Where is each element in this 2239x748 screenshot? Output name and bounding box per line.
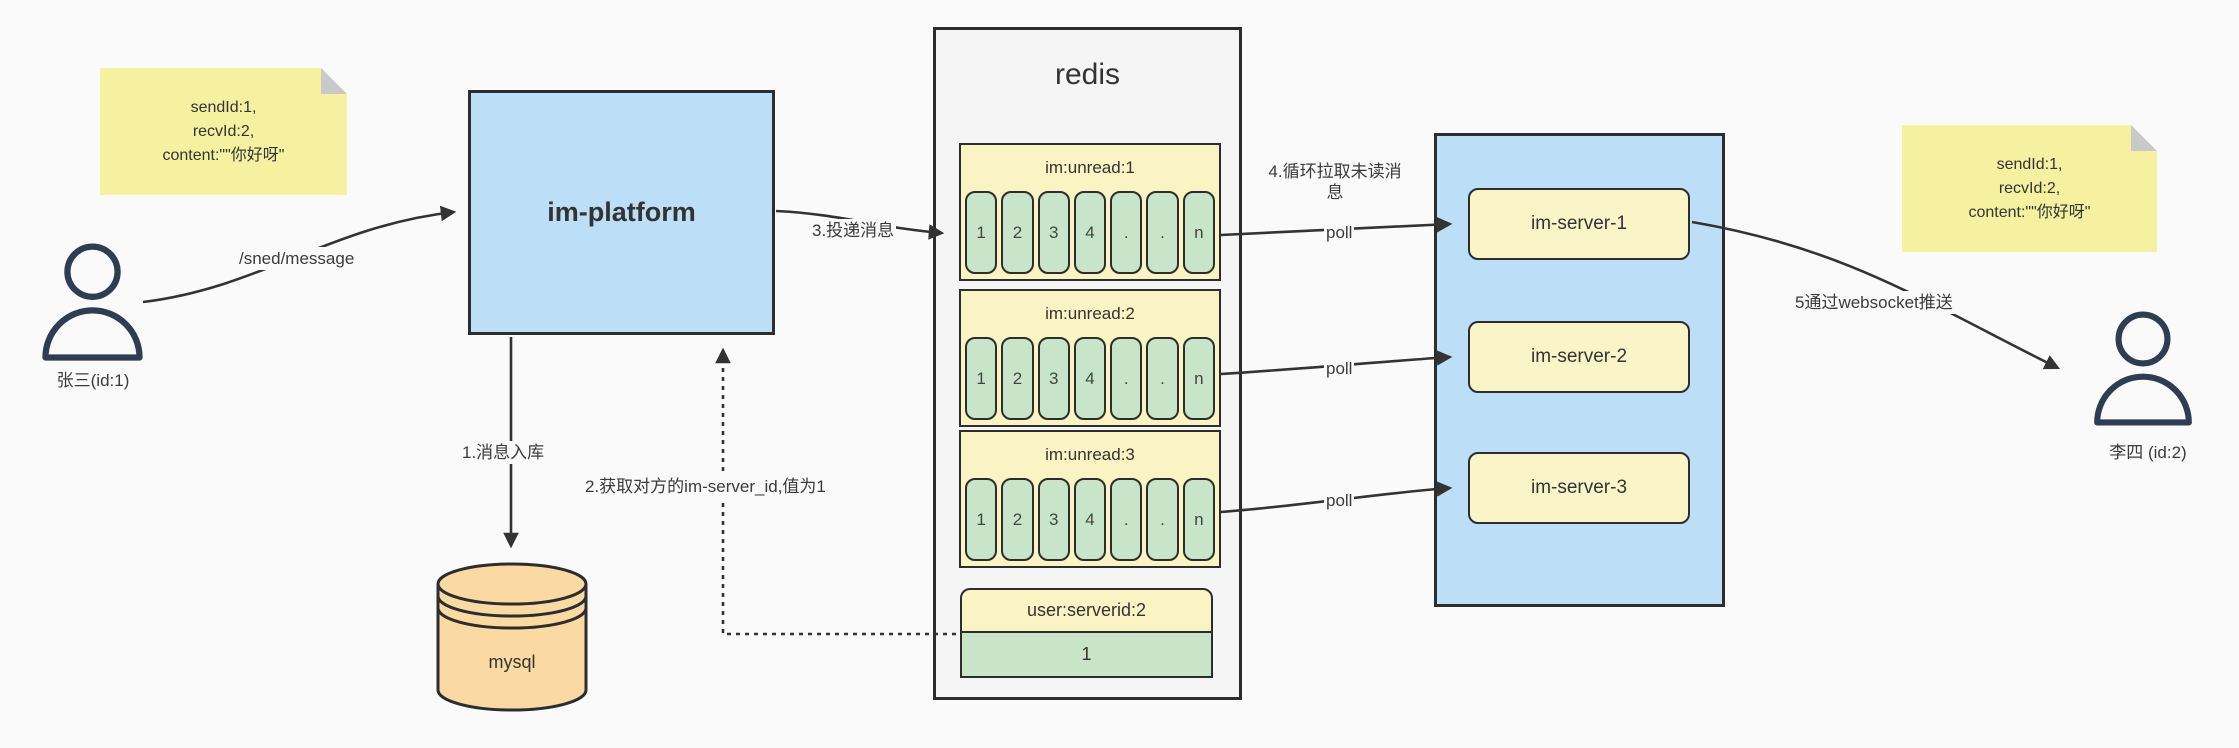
note-line: sendId:1, — [1996, 155, 2063, 173]
edge-label-send-api: /sned/message — [237, 247, 357, 271]
queue-cell: 4 — [1073, 191, 1107, 274]
queue-cell: 3 — [1037, 191, 1070, 274]
queue-cell: 3 — [1037, 337, 1070, 420]
redis-title: redis — [1054, 58, 1121, 91]
edge-label-poll-2: poll — [1324, 357, 1355, 381]
mysql-label: mysql — [488, 652, 536, 672]
queue-cell: . — [1110, 337, 1143, 420]
person-receiver-icon — [2094, 311, 2192, 426]
queue-cell: . — [1146, 337, 1179, 420]
im-server-1-box: im-server-1 — [1468, 188, 1690, 260]
note-fold-icon — [321, 68, 347, 94]
receiver-label: 李四 (id:2) — [2109, 443, 2187, 462]
edge-label-step5: 5通过websocket推送 — [1793, 291, 1955, 315]
kv-value: 1 — [960, 633, 1213, 678]
queue-header: im:unread:3 — [1045, 445, 1135, 464]
queue-cell: 4 — [1073, 478, 1107, 561]
kv-header: user:serverid:2 — [960, 588, 1213, 633]
sender-label: 张三(id:1) — [56, 371, 130, 390]
queue-card-unread-3: im:unread:3 1 2 3 4 . . n — [959, 430, 1221, 568]
edge-label-step2: 2.获取对方的im-server_id,值为1 — [583, 475, 828, 499]
im-platform-box: im-platform — [468, 90, 775, 335]
queue-header: im:unread:1 — [1045, 158, 1135, 177]
edge-label-poll-1: poll — [1324, 221, 1355, 245]
queue-cells: 1 2 3 4 . . n — [961, 337, 1219, 420]
note-line: content:""你好呀" — [162, 146, 285, 164]
queue-cell: . — [1146, 478, 1179, 561]
queue-card-unread-1: im:unread:1 1 2 3 4 . . n — [959, 143, 1221, 281]
note-line: recvId:2, — [1998, 179, 2061, 197]
queue-cell: . — [1146, 191, 1179, 274]
note-right: sendId:1, recvId:2, content:""你好呀" — [1902, 125, 2157, 252]
edge-label-step3: 3.投递消息 — [810, 219, 897, 243]
queue-cell: 1 — [965, 191, 998, 274]
note-line: content:""你好呀" — [1968, 203, 2091, 221]
queue-header: im:unread:2 — [1045, 304, 1135, 323]
im-platform-label: im-platform — [547, 197, 696, 227]
queue-cell: 1 — [965, 478, 998, 561]
edge-label-step4: 4.循环拉取未读消息 — [1262, 160, 1408, 205]
im-server-2-box: im-server-2 — [1468, 321, 1690, 393]
queue-cell: 2 — [1001, 191, 1034, 274]
queue-cell: n — [1182, 478, 1215, 561]
edge-label-step1: 1.消息入库 — [460, 441, 547, 465]
note-line: sendId:1, — [190, 98, 257, 116]
queue-cell: n — [1182, 191, 1215, 274]
edge-label-poll-3: poll — [1324, 489, 1355, 513]
im-server-3-box: im-server-3 — [1468, 452, 1690, 524]
mysql-cylinder-icon — [436, 562, 588, 712]
queue-cell: 1 — [965, 337, 998, 420]
queue-cell: n — [1182, 337, 1215, 420]
queue-cells: 1 2 3 4 . . n — [961, 191, 1219, 274]
note-fold-icon — [2131, 125, 2157, 151]
queue-card-unread-2: im:unread:2 1 2 3 4 . . n — [959, 289, 1221, 427]
queue-cell: 2 — [1001, 478, 1034, 561]
queue-cell: . — [1110, 191, 1143, 274]
queue-cell: . — [1110, 478, 1143, 561]
queue-cells: 1 2 3 4 . . n — [961, 478, 1219, 561]
kv-card-user-serverid: user:serverid:2 1 — [960, 588, 1213, 678]
queue-cell: 4 — [1073, 337, 1107, 420]
note-line: recvId:2, — [192, 122, 255, 140]
queue-cell: 3 — [1037, 478, 1070, 561]
note-left: sendId:1, recvId:2, content:""你好呀" — [100, 68, 347, 195]
queue-cell: 2 — [1001, 337, 1034, 420]
person-sender-icon — [42, 243, 143, 361]
